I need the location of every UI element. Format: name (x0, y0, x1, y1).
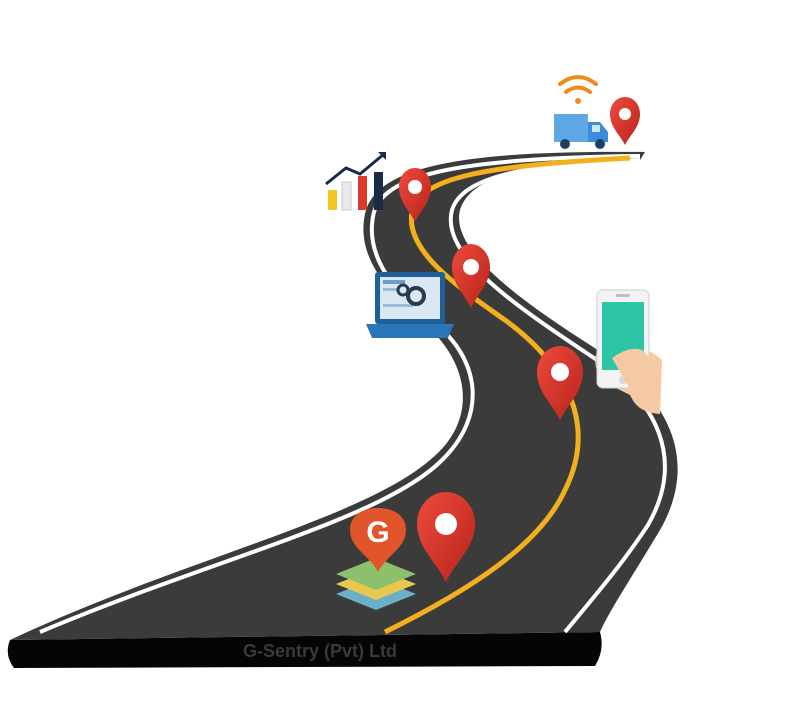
location-pin-icon (417, 492, 475, 582)
road-center-line (383, 155, 631, 635)
road-base-strip (7, 632, 602, 668)
road-edge-line-right (448, 158, 667, 634)
location-pin-icon (399, 168, 431, 222)
wifi-signal-icon (558, 75, 598, 104)
g-sentry-logo-icon: G (336, 508, 416, 610)
laptop-settings-icon (366, 272, 454, 338)
growth-chart-icon (325, 152, 386, 211)
svg-text:G: G (366, 516, 389, 549)
location-pin-icon (537, 346, 583, 420)
delivery-truck-icon (554, 114, 608, 149)
location-pin-icon (610, 97, 640, 145)
company-name-label: G-Sentry (Pvt) Ltd (243, 641, 397, 661)
road-surface (10, 151, 678, 640)
smartphone-hand-icon (595, 289, 662, 414)
location-pin-icon (452, 244, 490, 308)
